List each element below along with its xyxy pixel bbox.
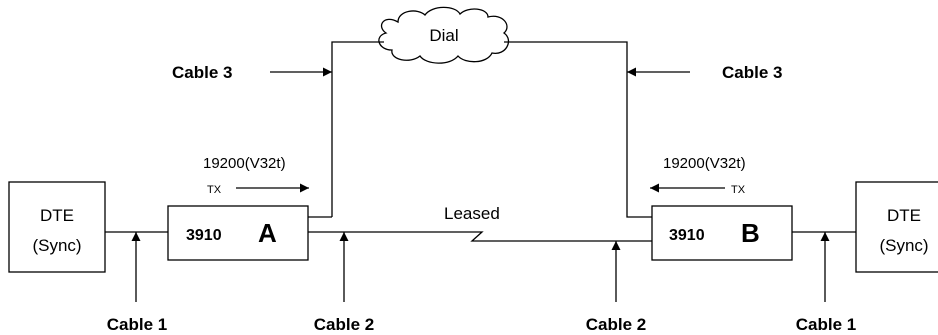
modem-a-model: 3910 <box>186 227 222 244</box>
cable2-right-label: Cable 2 <box>586 315 646 334</box>
dte-left-line1: DTE <box>40 206 74 225</box>
tx-right-label: TX <box>731 184 746 196</box>
speed-right-label: 19200(V32t) <box>663 155 746 172</box>
tx-left-label: TX <box>207 184 222 196</box>
dial-label: Dial <box>429 26 458 45</box>
speed-left-label: 19200(V32t) <box>203 155 286 172</box>
cable1-right-label: Cable 1 <box>796 315 856 334</box>
modem-b-model: 3910 <box>669 227 705 244</box>
dial-cloud <box>378 6 509 64</box>
modem-b-box <box>651 205 793 261</box>
dial-line-left <box>331 41 384 217</box>
dial-line-right <box>504 41 652 218</box>
dte-right-box <box>855 181 938 273</box>
cable1-left-label: Cable 1 <box>107 315 167 334</box>
cable2-left-label: Cable 2 <box>314 315 374 334</box>
dte-left-box <box>8 181 106 273</box>
modem-b-letter: B <box>741 218 760 248</box>
cable3-left-label: Cable 3 <box>172 63 232 82</box>
modem-a-letter: A <box>258 218 277 248</box>
modem-a-box <box>167 205 309 261</box>
dte-right-line2: (Sync) <box>879 236 928 255</box>
leased-line <box>308 231 652 242</box>
dte-right-line1: DTE <box>887 206 921 225</box>
leased-label: Leased <box>444 204 500 223</box>
dte-left-line2: (Sync) <box>32 236 81 255</box>
cable3-right-label: Cable 3 <box>722 63 782 82</box>
